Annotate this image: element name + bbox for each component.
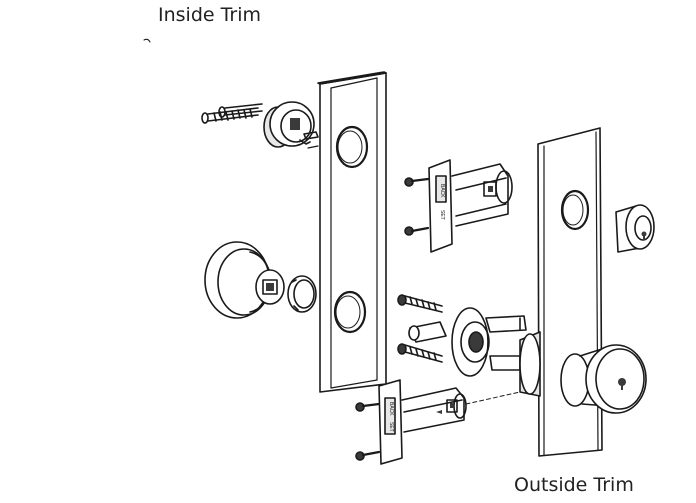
outside-cylinder (615, 204, 655, 253)
deadbolt-faceplate-screws (404, 177, 430, 236)
inside-trim-label: Inside Trim (158, 4, 262, 26)
svg-text:BACK: BACK (439, 184, 445, 198)
deadbolt-hole (335, 125, 369, 169)
screw (201, 107, 259, 124)
inside-rose-knob (204, 241, 285, 319)
deadbolt-latch-assembly: BACK SET (428, 159, 513, 253)
thru-bolt (397, 343, 443, 363)
inside-cylinder-screws (201, 103, 263, 124)
outside-trim-plate (537, 127, 603, 457)
svg-text:BACK: BACK (388, 402, 394, 416)
outside-knob (519, 331, 647, 414)
screw (218, 103, 263, 118)
passage-latch-assembly: BACK SET (378, 379, 521, 465)
lever-chassis (408, 307, 527, 377)
outside-trim-label: Outside Trim (514, 474, 634, 496)
latch-faceplate-screws (355, 402, 381, 461)
svg-text:SET: SET (439, 210, 445, 220)
lever-hole (333, 290, 367, 334)
screw (355, 450, 381, 461)
screw (355, 402, 381, 412)
outside-cylinder-hole (560, 189, 590, 231)
retaining-ring (287, 275, 317, 313)
inside-deadbolt-unit (263, 101, 319, 149)
thru-bolt (397, 294, 443, 313)
svg-text:SET: SET (388, 422, 394, 432)
stray-mark (143, 38, 151, 43)
screw (404, 177, 430, 187)
screw (404, 226, 430, 236)
thru-bolts (397, 294, 443, 363)
inside-trim-plate (317, 71, 387, 393)
